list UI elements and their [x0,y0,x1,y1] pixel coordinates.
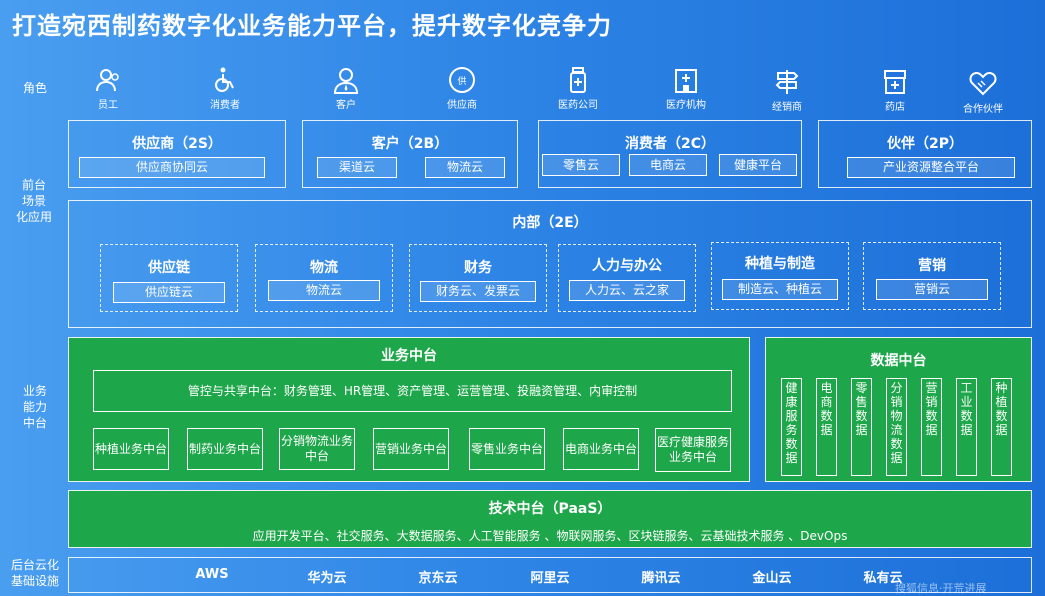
business-module[interactable]: 营销业务中台 [373,428,449,470]
front-customer-item[interactable]: 渠道云 [317,157,397,178]
cloud-provider: 华为云 [307,571,347,586]
front-consumer-item[interactable]: 电商云 [629,154,707,176]
business-platform-title: 业务中台 [381,348,437,364]
role-label: 合作伙伴 [963,104,1003,115]
business-module[interactable]: 电商业务中台 [563,428,639,470]
internal-group-item[interactable]: 供应链云 [113,282,225,303]
internal-title: 内部（2E） [512,215,588,231]
internal-group: 物流 物流云 [255,244,393,312]
role-customer: 客户 [311,66,381,111]
data-platform-box: 数据中台 [765,337,1032,482]
shared-platform-box[interactable]: 管控与共享中台：财务管理、HR管理、资产管理、运营管理、投融资管理、内审控制 [93,370,732,412]
role-medical: 医疗机构 [651,66,721,111]
front-customer-title: 客户（2B） [371,136,449,152]
tech-platform-services: 应用开发平台、社交服务、大数据服务、人工智能服务 、物联网服务、区块链服务、云基… [252,529,848,543]
hospital-icon [675,69,697,93]
side-label-roles: 角色 [22,81,47,95]
front-consumer-box: 消费者（2C） 零售云 电商云 健康平台 [538,120,802,188]
role-label: 客户 [336,100,356,111]
tech-platform-title: 技术中台（PaaS） [488,501,612,517]
front-consumer-title: 消费者（2C） [624,136,715,152]
data-column[interactable]: 营销数据 [921,378,942,476]
internal-group-item[interactable]: 物流云 [268,280,380,301]
front-consumer-item[interactable]: 健康平台 [719,154,797,176]
tech-platform-box: 技术中台（PaaS） 应用开发平台、社交服务、大数据服务、人工智能服务 、物联网… [68,490,1032,548]
role-consumer: 消费者 [190,66,260,111]
role-label: 医药公司 [558,100,598,111]
business-module[interactable]: 制药业务中台 [187,428,263,470]
internal-box: 内部（2E） [68,200,1032,328]
front-supplier-box: 供应商（2S） 供应商协同云 [68,120,286,188]
internal-group: 财务 财务云、发票云 [409,244,547,312]
user-tie-icon [333,68,359,94]
role-supplier: 供 供应商 [427,66,497,111]
cloud-provider: 私有云 [863,571,903,586]
internal-group: 人力与办公 人力云、云之家 [558,244,696,312]
internal-group-title: 物流 [310,260,338,276]
data-platform-title: 数据中台 [870,353,927,369]
role-label: 消费者 [210,100,240,111]
supplier-icon: 供 [449,67,475,93]
role-label: 供应商 [447,100,477,111]
role-label: 员工 [98,100,118,111]
wheelchair-icon [215,67,234,92]
role-partner: 合作伙伴 [948,70,1018,115]
front-supplier-item[interactable]: 供应商协同云 [79,157,265,178]
data-column[interactable]: 零售数据 [851,378,872,476]
internal-group-item[interactable]: 营销云 [876,279,988,300]
data-column[interactable]: 工业数据 [956,378,977,476]
data-column[interactable]: 分销物流数据 [886,378,907,476]
watermark: 搜狐信息·开荒进展 [895,582,987,595]
cloud-provider: AWS [195,567,229,582]
business-module[interactable]: 种植业务中台 [93,428,169,470]
business-module[interactable]: 分销物流业务中台 [279,428,355,470]
internal-group-item[interactable]: 财务云、发票云 [420,281,536,302]
person-icon [96,69,119,92]
svg-text:供: 供 [457,75,466,87]
internal-group-title: 供应链 [148,260,190,276]
role-employee: 员工 [73,66,143,111]
cloud-provider: 京东云 [418,571,458,586]
data-column[interactable]: 种植数据 [991,378,1012,476]
cloud-infra-box [68,557,1032,593]
data-column[interactable]: 健康服务数据 [781,378,802,476]
medicine-bottle-icon [570,67,586,93]
role-pharma: 医药公司 [543,66,613,111]
pharmacy-icon [884,70,906,94]
internal-group-item[interactable]: 人力云、云之家 [569,280,685,301]
side-label-front: 前台 场景 化应用 [15,178,52,224]
internal-group: 供应链 供应链云 [100,244,238,312]
role-label: 药店 [885,102,905,113]
front-consumer-item[interactable]: 零售云 [542,154,620,176]
front-partner-item[interactable]: 产业资源整合平台 [847,157,1015,178]
data-column[interactable]: 电商数据 [816,378,837,476]
front-supplier-title: 供应商（2S） [132,136,222,152]
side-label-middle: 业务 能力 中台 [22,384,47,430]
internal-group: 种植与制造 制造云、种植云 [711,242,849,310]
front-customer-item[interactable]: 物流云 [425,157,505,178]
business-module[interactable]: 零售业务中台 [469,428,545,470]
page-title: 打造宛西制药数字化业务能力平台，提升数字化竞争力 [12,12,612,40]
front-partner-title: 伙伴（2P） [886,136,963,152]
role-label: 医疗机构 [666,100,706,111]
internal-group-title: 营销 [918,258,946,274]
business-platform-box: 业务中台 [68,337,750,482]
front-customer-box: 客户（2B） 渠道云 物流云 [302,120,518,188]
cloud-provider: 阿里云 [530,571,570,586]
cloud-provider: 金山云 [752,571,792,586]
role-pharmacy: 药店 [860,68,930,113]
front-partner-box: 伙伴（2P） 产业资源整合平台 [818,120,1032,188]
business-module[interactable]: 医疗健康服务业务中台 [655,428,731,472]
internal-group-title: 人力与办公 [592,258,662,274]
signpost-icon [775,70,799,94]
handshake-icon [969,72,997,96]
side-label-backend: 后台云化 基础设施 [10,558,59,588]
cloud-provider: 腾讯云 [641,571,681,586]
role-label: 经销商 [772,102,802,113]
role-distributor: 经销商 [752,68,822,113]
internal-group-title: 种植与制造 [745,256,815,272]
internal-group-item[interactable]: 制造云、种植云 [722,279,838,300]
internal-group-title: 财务 [464,260,492,276]
internal-group: 营销 营销云 [863,242,1001,310]
